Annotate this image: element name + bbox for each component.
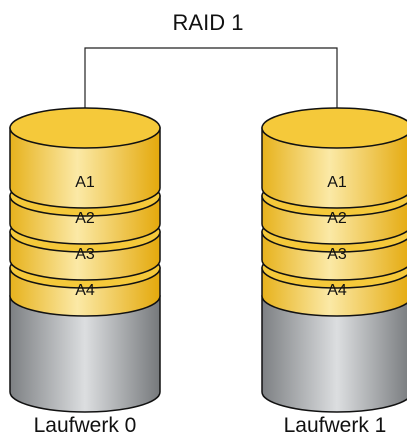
drive-0-block-label: A3 — [75, 246, 95, 263]
drive-1-block-label: A4 — [327, 282, 347, 299]
drive-0-block-label: A2 — [75, 210, 95, 227]
drive-1-block-label: A1 — [327, 174, 347, 191]
connector-line — [84, 47, 338, 128]
drive-1-label: Laufwerk 1 — [284, 414, 387, 437]
drive-0-label: Laufwerk 0 — [34, 414, 137, 437]
drive-0: A4 A3 A2 A1 Laufwerk 0 — [9, 107, 161, 437]
diagram-title: RAID 1 — [173, 10, 244, 35]
drive-1-block-label: A2 — [327, 210, 347, 227]
drive-0-block-label: A4 — [75, 282, 95, 299]
drive-1-block-label: A3 — [327, 246, 347, 263]
drive-0-base — [9, 295, 161, 413]
drive-0-block-a1: A1 — [9, 107, 161, 209]
drive-1-block-a1: A1 — [261, 107, 407, 209]
drive-1: A4 A3 A2 A1 Laufwerk 1 — [261, 107, 407, 437]
drive-0-block-label: A1 — [75, 174, 95, 191]
drive-1-base — [261, 295, 407, 413]
